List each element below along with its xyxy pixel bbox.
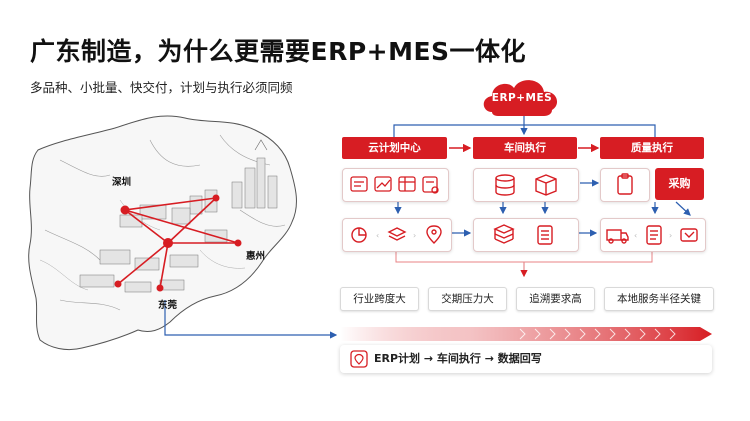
spreadsheet-icon — [398, 176, 416, 192]
database-icon — [495, 174, 515, 196]
stack-icon — [493, 224, 515, 244]
header-cloud-planning: 云计划中心 — [342, 137, 447, 159]
report-icon — [350, 176, 368, 192]
city-label-huizhou: 惠州 — [246, 251, 266, 262]
v-arrow-5 — [675, 201, 691, 216]
flow-bar: ERP计划 → 车间执行 → 数据回写 — [340, 345, 712, 373]
page-subtitle: 多品种、小批量、快交付，计划与执行必须同频 — [30, 80, 293, 95]
cloud-label: ERP+MES — [491, 92, 553, 104]
list-icon — [537, 225, 553, 245]
tag-local-service: 本地服务半径关键 — [604, 287, 714, 311]
planning-card-bottom: ‹› — [342, 218, 452, 252]
top-bracket — [393, 124, 656, 138]
node-shenzhen — [120, 205, 130, 215]
header-quality: 质量执行 — [600, 137, 704, 159]
node-east — [212, 194, 220, 202]
tag-industry-span: 行业跨度大 — [340, 287, 419, 311]
purchase-button: 采购 — [655, 168, 704, 200]
guangdong-map — [28, 115, 297, 351]
planning-card-top — [342, 168, 449, 202]
bottom-bracket — [395, 252, 653, 263]
layers-icon — [387, 227, 407, 241]
tag-traceability: 追溯要求高 — [516, 287, 595, 311]
svg-text:›: › — [669, 231, 672, 240]
clipboard-icon — [617, 173, 633, 195]
map-to-flow-arrow — [164, 300, 338, 339]
document-icon — [422, 176, 439, 194]
quality-card-bottom: ‹› — [600, 218, 706, 252]
flow-text: ERP计划 → 车间执行 → 数据回写 — [374, 352, 542, 365]
svg-text:›: › — [413, 231, 416, 240]
city-label-shenzhen: 深圳 — [112, 177, 132, 188]
header-workshop: 车间执行 — [473, 137, 577, 159]
box-icon — [535, 174, 557, 196]
red-gradient-arrow — [340, 327, 712, 341]
city-label-dongguan: 东莞 — [158, 300, 178, 311]
quality-card-top — [600, 168, 650, 202]
node-hub — [163, 238, 173, 248]
chart-icon — [374, 176, 392, 192]
truck-icon — [606, 229, 629, 244]
pie-icon — [351, 227, 367, 243]
page-title: 广东制造，为什么更需要ERP+MES一体化 — [30, 37, 527, 66]
tag-delivery-pressure: 交期压力大 — [428, 287, 507, 311]
planning-icons-top — [350, 176, 439, 194]
checklist-icon — [646, 225, 662, 245]
location-pin-icon — [350, 350, 368, 368]
workshop-card-top — [473, 168, 579, 202]
svg-text:‹: ‹ — [634, 231, 637, 240]
city-network — [117, 197, 239, 289]
node-west — [114, 280, 122, 288]
workshop-card-bottom — [473, 218, 579, 252]
city-nodes — [114, 194, 242, 292]
node-dongguan — [156, 284, 164, 292]
ticket-icon — [680, 228, 698, 242]
node-huizhou — [234, 239, 242, 247]
location-icon — [426, 225, 442, 244]
cloud-shape — [483, 80, 558, 116]
svg-text:‹: ‹ — [376, 231, 379, 240]
